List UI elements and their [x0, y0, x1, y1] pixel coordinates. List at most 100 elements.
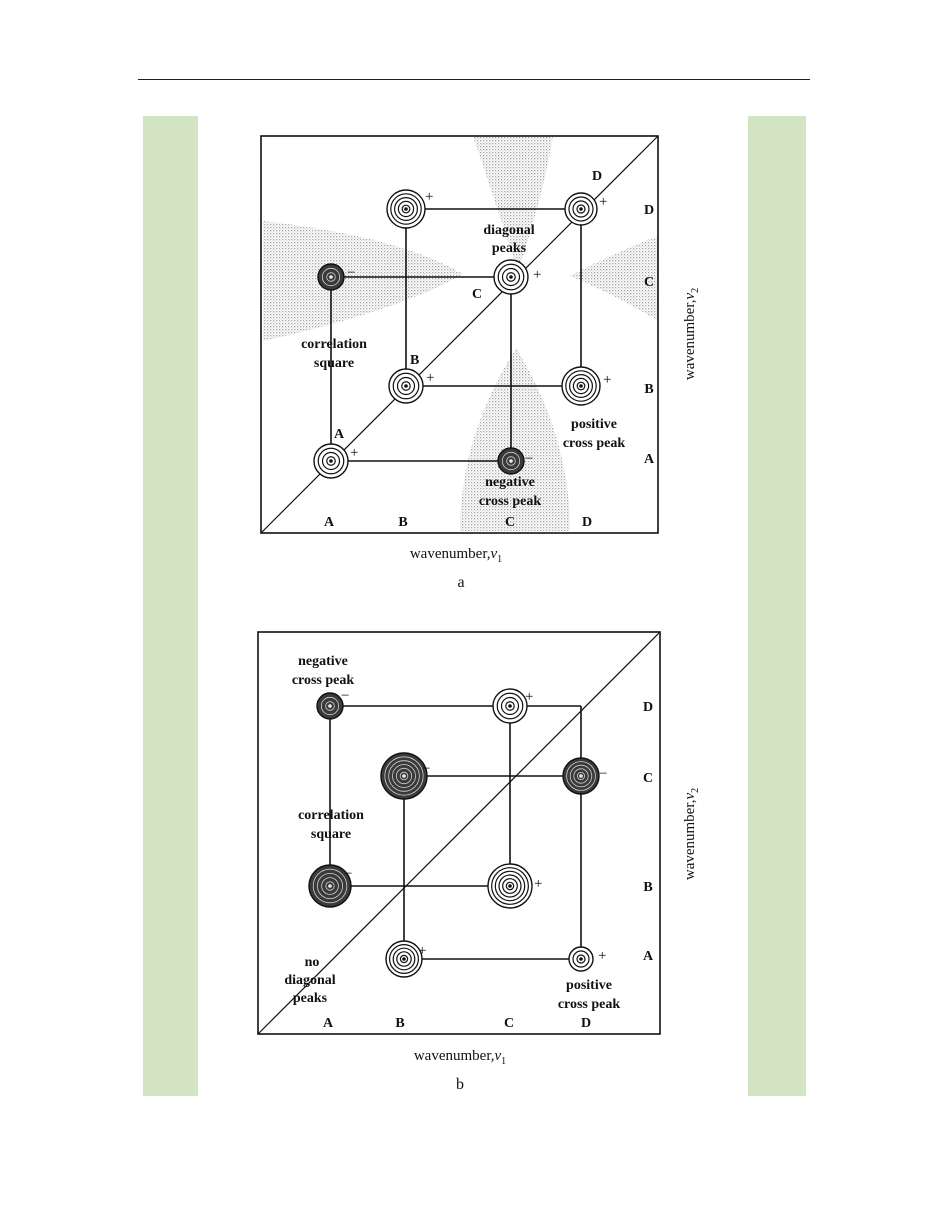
header-rule — [138, 79, 810, 80]
panel-b: − + − − − + + + A B C D A B C D negative… — [257, 631, 701, 1093]
label-diagonal: diagonal — [284, 973, 335, 988]
figure-svg: + + − + + + + − A B C D A B C D A B C D — [257, 135, 701, 1093]
panel-b-caption: b — [456, 1076, 464, 1093]
sign: − — [525, 451, 533, 467]
y-letter-b: B — [644, 382, 653, 397]
shade-bottom — [460, 348, 570, 531]
label-positive-cross-peak: cross peak — [558, 997, 621, 1012]
panel-b-diagonal — [257, 631, 661, 1035]
label-peaks: peaks — [492, 241, 527, 256]
panel-b-lines — [329, 705, 582, 960]
cross-peak-positive — [561, 366, 601, 406]
x-letter-a: A — [324, 515, 335, 530]
diag-letter-b: B — [410, 353, 419, 368]
sign: + — [350, 445, 358, 461]
diagonal-peak — [388, 368, 424, 404]
sign: + — [425, 189, 433, 205]
cross-peak-negative — [562, 757, 600, 795]
y-letter-d: D — [644, 203, 654, 218]
label-negative: negative — [485, 475, 535, 490]
diagonal-peak — [564, 192, 598, 226]
sign: + — [533, 267, 541, 283]
cross-peak-negative — [380, 752, 428, 800]
label-diagonal: diagonal — [483, 223, 534, 238]
sign: + — [603, 372, 611, 388]
cross-peak-negative — [497, 447, 525, 475]
sign: + — [418, 943, 426, 959]
label-square: square — [311, 827, 351, 842]
panel-a-x-letters: A B C D — [324, 515, 592, 530]
y-letter-c: C — [644, 275, 654, 290]
shade-top — [473, 136, 553, 271]
left-margin-band — [143, 116, 198, 1096]
diagonal-peak — [313, 443, 349, 479]
diag-letter-a: A — [334, 427, 345, 442]
sign: + — [599, 194, 607, 210]
cross-peak-negative — [316, 692, 344, 720]
shade-left — [263, 221, 463, 341]
right-margin-band — [748, 116, 806, 1096]
label-positive-cross-peak: cross peak — [563, 436, 626, 451]
label-correlation: correlation — [298, 808, 364, 823]
diag-letter-c: C — [472, 287, 482, 302]
label-correlation: correlation — [301, 337, 367, 352]
label-no: no — [305, 955, 320, 970]
diagonal-peak — [493, 259, 529, 295]
label-square: square — [314, 356, 354, 371]
panel-b-signs: − + − − − + + + — [341, 688, 607, 964]
panel-b-x-title: wavenumber,ν1 — [414, 1048, 506, 1067]
sign: + — [534, 876, 542, 892]
panel-b-x-letters: A B C D — [323, 1016, 591, 1031]
y-letter-a: A — [643, 949, 654, 964]
panel-a-x-title: wavenumber,ν1 — [410, 546, 502, 565]
panel-b-annotations: negative cross peak correlation square n… — [284, 654, 620, 1012]
panel-a-lines — [330, 208, 582, 462]
panel-a: + + − + + + + − A B C D A B C D A B C D — [260, 135, 701, 591]
panel-a-signs: + + − + + + + − — [347, 189, 611, 467]
diag-letter-d: D — [592, 169, 602, 184]
label-positive: positive — [571, 417, 617, 432]
panel-a-annotations: diagonal peaks correlation square positi… — [301, 223, 625, 509]
figure-area: + + − + + + + − A B C D A B C D A B C D — [198, 116, 748, 1096]
cross-peak-positive — [386, 189, 426, 229]
sign: − — [341, 688, 349, 704]
sign: + — [525, 689, 533, 705]
label-negative-cross-peak: cross peak — [292, 673, 355, 688]
panel-a-caption: a — [457, 574, 464, 591]
panel-b-y-title: wavenumber,ν2 — [682, 788, 701, 880]
panel-a-shading — [263, 136, 658, 531]
panel-a-y-letters: A B C D — [644, 203, 655, 467]
panel-b-frame — [257, 631, 661, 1035]
cross-peak-negative — [317, 263, 345, 291]
x-letter-d: D — [582, 515, 592, 530]
panel-a-frame — [260, 135, 659, 534]
cross-peak-positive — [492, 688, 528, 724]
panel-b-y-letters: A B C D — [643, 700, 654, 964]
label-negative-cross-peak: cross peak — [479, 494, 542, 509]
sign: + — [598, 948, 606, 964]
x-letter-a: A — [323, 1016, 334, 1031]
sign: − — [599, 766, 607, 782]
sign: − — [422, 761, 430, 777]
x-letter-b: B — [395, 1016, 404, 1031]
panel-b-peaks — [308, 688, 600, 978]
panel-a-diag-letters: A B C D — [334, 169, 602, 442]
x-letter-c: C — [505, 515, 515, 530]
sign: − — [344, 866, 352, 882]
cross-peak-positive — [568, 946, 594, 972]
y-letter-b: B — [643, 880, 652, 895]
label-peaks: peaks — [293, 991, 328, 1006]
sign: − — [347, 265, 355, 281]
x-letter-c: C — [504, 1016, 514, 1031]
label-negative: negative — [298, 654, 348, 669]
panel-a-y-title: wavenumber,ν2 — [682, 288, 701, 380]
label-positive: positive — [566, 978, 612, 993]
sign: + — [426, 370, 434, 386]
y-letter-a: A — [644, 452, 655, 467]
y-letter-c: C — [643, 771, 653, 786]
shade-right — [570, 236, 658, 321]
cross-peak-positive — [385, 940, 423, 978]
x-letter-d: D — [581, 1016, 591, 1031]
y-letter-d: D — [643, 700, 653, 715]
panel-a-peaks — [313, 189, 601, 479]
